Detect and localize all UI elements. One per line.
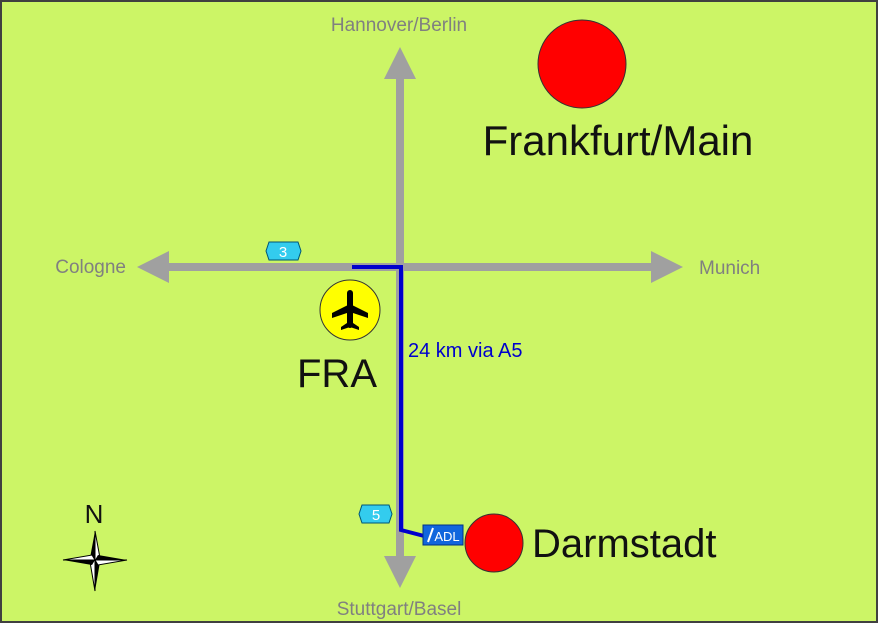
autobahn-a3-shield: 3 — [265, 241, 302, 261]
direction-east-label: Munich — [699, 258, 760, 279]
darmstadt-city-marker — [464, 513, 524, 573]
frankfurt-city-label: Frankfurt/Main — [483, 117, 754, 164]
darmstadt-city-label: Darmstadt — [532, 522, 717, 566]
airport-code-label: FRA — [297, 352, 377, 396]
autobahn-a5-number: 5 — [372, 507, 380, 524]
compass-north-label: N — [85, 499, 104, 529]
autobahn-a3-number: 3 — [279, 244, 287, 261]
autobahn-a5-shield: 5 — [358, 504, 393, 524]
airport-marker — [319, 279, 381, 341]
frankfurt-city-marker — [537, 19, 627, 109]
route-line — [352, 265, 429, 539]
exit-sign-label: ADL — [434, 529, 459, 544]
airplane-icon — [332, 290, 368, 330]
direction-south-label: Stuttgart/Basel — [337, 599, 462, 620]
compass-rose-icon — [62, 530, 128, 592]
direction-north-label: Hannover/Berlin — [331, 15, 467, 36]
exit-sign: ADL — [422, 524, 464, 546]
direction-west-label: Cologne — [55, 257, 126, 278]
route-distance-label: 24 km via A5 — [408, 340, 523, 362]
